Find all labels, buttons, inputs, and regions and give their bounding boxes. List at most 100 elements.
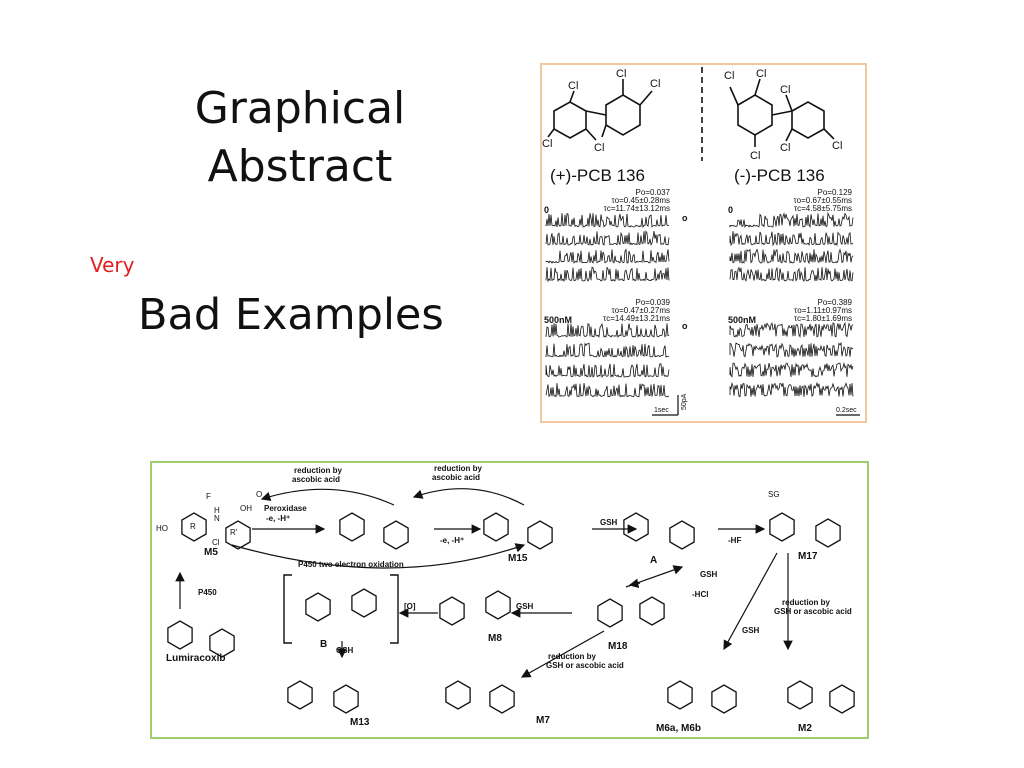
cl-label: Cl (568, 80, 578, 92)
benzene-ring (667, 680, 693, 710)
benzene-ring (597, 598, 623, 628)
current-trace (545, 342, 670, 358)
benzene-ring (225, 520, 251, 550)
slide-title: Graphical Abstract (150, 80, 450, 196)
benzene-ring (439, 596, 465, 626)
benzene-ring (787, 680, 813, 710)
arrow-label: -HCl (692, 590, 708, 599)
benzene-ring (815, 518, 841, 548)
benzene-ring (829, 684, 855, 714)
right-top-tc: τc=4.58±5.75ms (794, 204, 852, 213)
molecule-rings (167, 512, 855, 714)
benzene-ring (209, 628, 235, 658)
arrow-label: GSH (742, 626, 760, 635)
current-trace (729, 361, 854, 378)
current-trace (729, 211, 854, 229)
current-trace (545, 248, 670, 264)
bracket-b (283, 574, 399, 644)
atom-label: Cl (212, 538, 220, 547)
arrow-label: reduction by (434, 464, 483, 473)
compound-m13: M13 (350, 717, 370, 728)
right-bottom-po: Po=0.389 (818, 298, 853, 307)
benzene-ring (287, 680, 313, 710)
atom-label: OH (240, 504, 252, 513)
arrow-label: reduction by (782, 598, 831, 607)
cl-label: Cl (780, 84, 790, 96)
benzene-ring (639, 596, 665, 626)
left-top-label: 0 (544, 205, 549, 215)
very-label: Very (90, 253, 135, 277)
current-trace (729, 231, 854, 247)
reaction-arrows (175, 488, 793, 678)
channel-traces (545, 211, 854, 398)
cl-label: Cl (616, 68, 626, 80)
current-trace (545, 230, 670, 246)
arrow-label: Peroxidase (264, 504, 307, 513)
scale-amp: 50pA (681, 393, 688, 410)
compound-m5: M5 (204, 547, 218, 558)
left-title: (+)-PCB 136 (550, 166, 645, 185)
current-trace (729, 266, 854, 282)
left-bottom-label: 500nM (544, 315, 572, 325)
current-trace (729, 341, 854, 358)
left-bottom-tc: τc=14.49±13.21ms (603, 314, 670, 323)
cl-label: Cl (724, 70, 734, 82)
arrow-label: ascobic acid (292, 475, 340, 484)
arrow-label: GSH (600, 518, 618, 527)
pcb-figure: Cl Cl Cl Cl Cl Cl Cl Cl Cl Cl Cl Cl (+)-… (540, 63, 867, 423)
atom-label: F (206, 492, 211, 501)
arrow-label: ascobic acid (432, 473, 480, 482)
left-bottom-to: τo=0.47±0.27ms (612, 306, 670, 315)
benzene-ring (769, 512, 795, 542)
compound-m2: M2 (798, 723, 812, 734)
right-bottom-tc: τc=1.80±1.69ms (794, 314, 852, 323)
benzene-ring (623, 512, 649, 542)
atom-label: R (190, 522, 196, 531)
current-trace (545, 322, 670, 338)
benzene-ring (711, 684, 737, 714)
benzene-ring (445, 680, 471, 710)
atom-label: H (214, 506, 220, 515)
arrow-label: GSH (700, 570, 718, 579)
current-trace (545, 266, 670, 283)
arrow-label: GSH or ascobic acid (546, 661, 624, 670)
benzene-ring (339, 512, 365, 542)
atom-label: SG (768, 490, 780, 499)
cl-label: Cl (594, 142, 604, 154)
benzene-ring (485, 590, 511, 620)
current-trace (729, 381, 854, 398)
arrow-label: -e, -H⁺ (440, 536, 464, 545)
benzene-ring (483, 512, 509, 542)
cl-label: Cl (750, 150, 760, 162)
atom-label: N (214, 514, 220, 523)
slide-subtitle: Bad Examples (138, 290, 444, 340)
arrow-label: reduction by (294, 466, 343, 475)
left-ring-a (553, 101, 587, 139)
arrow-label: GSH (516, 602, 534, 611)
metabolism-figure-svg: reduction by ascobic acid reduction by a… (156, 464, 855, 734)
arrow-label: P450 (198, 588, 217, 597)
right-ring-a (737, 94, 773, 136)
atom-label: O (256, 490, 262, 499)
title-line-2: Abstract (207, 141, 393, 192)
benzene-ring (489, 684, 515, 714)
left-top-to: τo=0.45±0.28ms (612, 196, 670, 205)
left-top-po: Po=0.037 (636, 188, 671, 197)
compound-m6: M6a, M6b (656, 723, 701, 734)
atom-label: HO (156, 524, 168, 533)
benzene-ring (167, 620, 193, 650)
right-top-to: τo=0.67±0.55ms (794, 196, 852, 205)
arrow-label: -e, -H⁺ (266, 514, 290, 523)
benzene-ring (181, 512, 207, 542)
scale-time-right: 0.2sec (836, 407, 857, 414)
benzene-ring (669, 520, 695, 550)
cl-label: Cl (542, 138, 552, 150)
compound-m17: M17 (798, 551, 818, 562)
benzene-ring (351, 588, 377, 618)
right-bottom-label: 500nM (728, 315, 756, 325)
benzene-ring (383, 520, 409, 550)
benzene-ring (527, 520, 553, 550)
benzene-ring (305, 592, 331, 622)
cl-label: Cl (650, 78, 660, 90)
current-trace (729, 248, 854, 265)
